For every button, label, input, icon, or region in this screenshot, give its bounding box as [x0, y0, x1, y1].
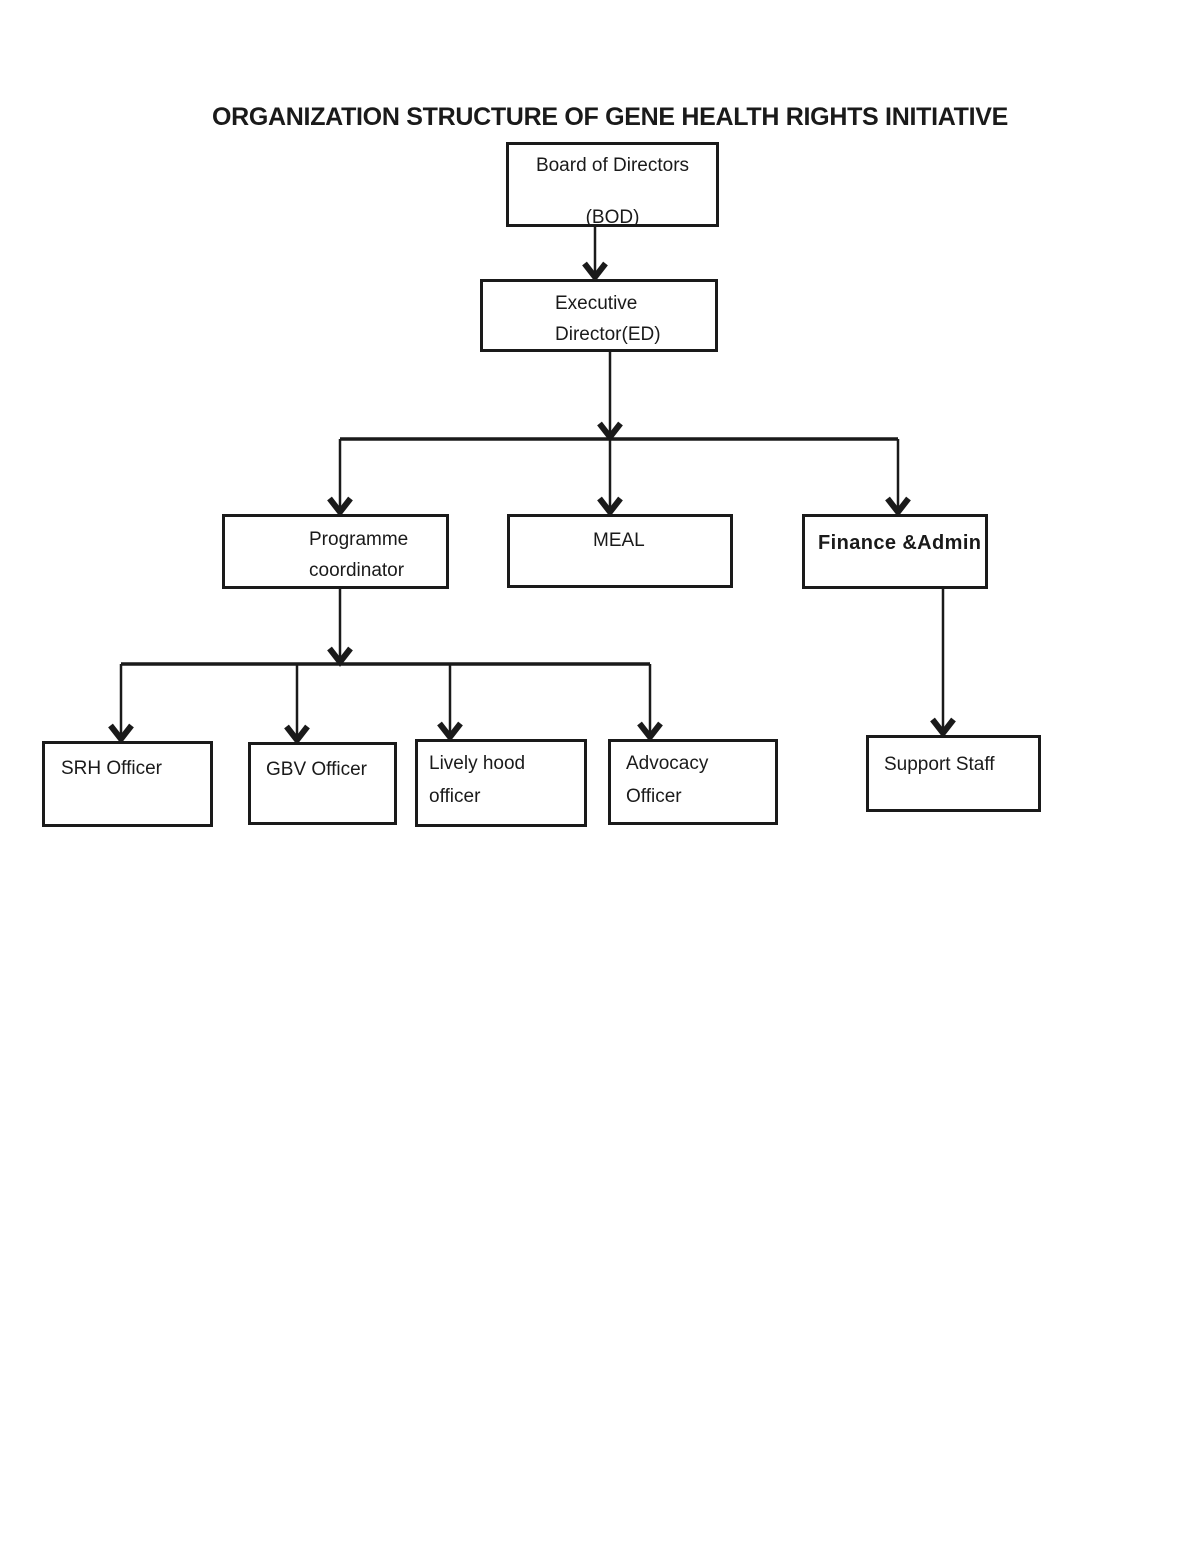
chart-title: ORGANIZATION STRUCTURE OF GENE HEALTH RI…	[212, 103, 1008, 131]
node-executive-director-label-line2: Director(ED)	[555, 324, 661, 345]
arrowhead-to-support	[930, 717, 956, 738]
arrowhead-bod-to-ed	[582, 261, 608, 282]
node-board-of-directors-abbrev: (BOD)	[585, 207, 640, 227]
node-meal-label: MEAL	[593, 530, 645, 551]
node-livelyhood-officer: Lively hood officer	[415, 739, 587, 827]
node-livelyhood-officer-label-line1: Lively hood	[429, 753, 526, 774]
node-gbv-officer: GBV Officer	[248, 742, 397, 825]
arrowhead-to-advocacy	[637, 721, 663, 742]
node-finance-admin-label: Finance &Admin	[818, 532, 982, 554]
arrowhead-to-programme	[327, 496, 353, 517]
node-board-of-directors: Board of Directors (BOD)	[506, 142, 719, 227]
node-srh-officer-label: SRH Officer	[61, 758, 163, 779]
node-executive-director-label-line1: Executive	[555, 293, 638, 314]
arrowhead-ed-to-branch1	[597, 421, 623, 442]
arrowhead-to-meal	[597, 496, 623, 517]
node-finance-admin: Finance &Admin	[802, 514, 988, 589]
node-srh-officer: SRH Officer	[42, 741, 213, 827]
node-meal: MEAL	[507, 514, 733, 588]
node-advocacy-officer-label-line1: Advocacy	[626, 753, 709, 774]
arrowhead-to-lively	[437, 721, 463, 742]
node-livelyhood-officer-label-line2: officer	[429, 786, 481, 807]
node-advocacy-officer: Advocacy Officer	[608, 739, 778, 825]
arrowhead-to-srh	[108, 723, 134, 744]
node-programme-coordinator: Programme coordinator	[222, 514, 449, 589]
node-support-staff-label: Support Staff	[884, 754, 995, 775]
node-advocacy-officer-label-line2: Officer	[626, 786, 682, 807]
arrowhead-to-finance	[885, 496, 911, 517]
arrowhead-programme-to-branch2	[327, 646, 353, 667]
node-support-staff: Support Staff	[866, 735, 1041, 812]
node-programme-coordinator-label-line2: coordinator	[309, 560, 405, 581]
node-programme-coordinator-label-line1: Programme	[309, 529, 409, 550]
node-executive-director: Executive Director(ED)	[480, 279, 718, 352]
node-board-of-directors-label: Board of Directors	[535, 155, 690, 176]
node-gbv-officer-label: GBV Officer	[266, 759, 368, 780]
arrowhead-to-gbv	[284, 724, 310, 745]
